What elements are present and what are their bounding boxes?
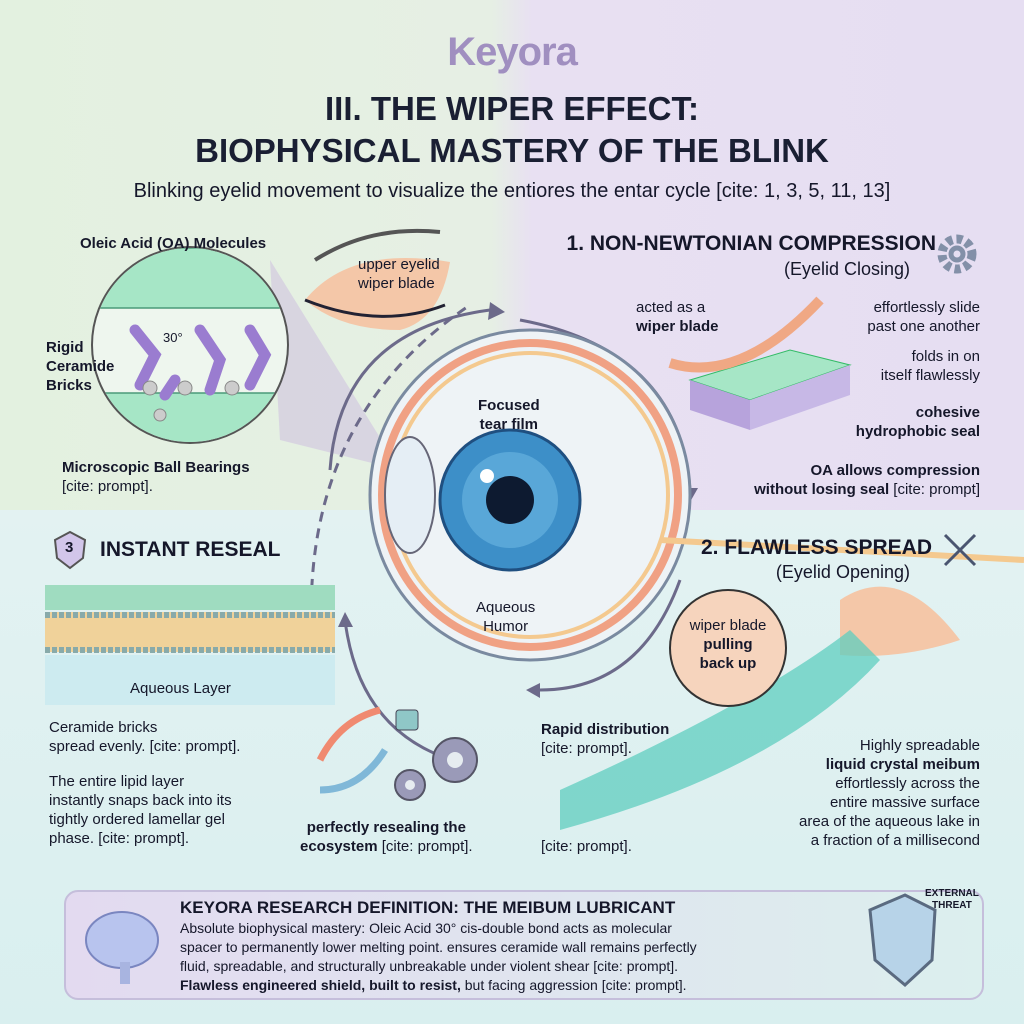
title-line-1: III. THE WIPER EFFECT: — [324, 90, 699, 127]
eyelid-label-1: upper eyelid — [358, 256, 440, 273]
expand-arrows-icon — [943, 533, 977, 567]
p1-1: Ceramide bricks — [49, 719, 158, 736]
def-line-3: fluid, spreadable, and structurally unbr… — [180, 958, 679, 974]
p2-4: phase. [cite: prompt]. — [49, 830, 190, 847]
wiper-label: acted as a wiper blade — [636, 298, 719, 336]
wiper-bubble-text: wiper blade pulling back up — [670, 616, 786, 673]
desc-3: entire massive surface — [829, 794, 980, 811]
rapid-cite: [cite: prompt]. — [541, 740, 632, 757]
desc-bold: liquid crystal meibum — [825, 756, 980, 773]
step1-title: 1. NON-NEWTONIAN COMPRESSION — [566, 232, 936, 255]
def-line-1: Absolute biophysical mastery: Oleic Acid… — [180, 920, 672, 936]
ball-cite: [cite: prompt]. — [62, 478, 153, 495]
p2-3: tightly ordered lamellar gel — [49, 811, 225, 828]
def-bold: Flawless engineered shield, built to res… — [180, 977, 461, 993]
step3-badge-number: 3 — [65, 539, 74, 556]
seal-2: hydrophobic seal — [855, 423, 980, 440]
film-label-1: Focused — [478, 397, 540, 414]
step2-title: 2. FLAWLESS SPREAD — [700, 536, 932, 559]
keyora-logo: Keyora — [447, 30, 578, 74]
def-rest: but facing aggression [cite: prompt]. — [460, 977, 687, 993]
desc-4: area of the aqueous lake in — [799, 813, 980, 830]
rapid-label: Rapid distribution [cite: prompt]. — [541, 720, 669, 758]
bubble-2: pulling — [703, 636, 753, 653]
threat-2: THREAT — [932, 900, 972, 911]
reseal-cite: [cite: prompt]. — [377, 838, 473, 855]
oa-bold-1: OA allows compression — [810, 462, 981, 479]
reseal-ecosystem-label: perfectly resealing the ecosystem [cite: … — [300, 818, 473, 856]
aqueous-layer-label: Aqueous Layer — [130, 680, 231, 697]
reseal-bold: perfectly resealing the — [306, 819, 466, 836]
humor-label-2: Humor — [483, 618, 529, 635]
p2-2: instantly snaps back into its — [49, 792, 232, 809]
slide-2: past one another — [867, 318, 980, 335]
seal-label: cohesive hydrophobic seal — [856, 403, 980, 441]
folds-1: folds in on — [911, 348, 980, 365]
ceramide-label-3: Bricks — [46, 377, 92, 394]
oa-bold-2: without losing seal — [754, 481, 890, 498]
closed-eyelid — [304, 228, 450, 330]
p2-1: The entire lipid layer — [49, 773, 185, 790]
reseal-text-2: The entire lipid layer instantly snaps ba… — [49, 772, 232, 848]
eyelid-label: upper eyelid wiper blade — [358, 255, 440, 293]
oa-label: Oleic Acid (OA) Molecules — [80, 235, 267, 252]
meibum-spread — [560, 586, 960, 830]
def-line-2: spacer to permanently lower melting poin… — [180, 939, 697, 955]
folds-2: itself flawlessly — [880, 367, 980, 384]
film-label-2: tear film — [479, 416, 539, 433]
acted-text: acted as a — [636, 299, 706, 316]
spread-description: Highly spreadable liquid crystal meibum ef… — [799, 736, 980, 850]
definition-body: Absolute biophysical mastery: Oleic Acid… — [180, 919, 697, 995]
desc-5: a fraction of a millisecond — [810, 832, 980, 849]
desc-1: Highly spreadable — [859, 737, 980, 754]
humor-label-1: Aqueous — [476, 599, 536, 616]
step3-title: INSTANT RESEAL — [100, 538, 281, 561]
compression-layers — [668, 296, 852, 430]
spread-cite: [cite: prompt]. — [541, 838, 632, 855]
wiper-text: wiper blade — [636, 318, 719, 335]
shield-badge-icon — [53, 530, 87, 570]
seal-1: cohesive — [915, 404, 980, 421]
eyelid-label-2: wiper blade — [358, 275, 435, 292]
bubble-1: wiper blade — [689, 617, 767, 634]
bubble-3: back up — [699, 655, 757, 672]
title-line-2: BIOPHYSICAL MASTERY OF THE BLINK — [195, 132, 829, 169]
ball-bearings-label: Microscopic Ball Bearings [cite: prompt]. — [62, 458, 250, 496]
page-title: III. THE WIPER EFFECT: BIOPHYSICAL MASTER… — [0, 88, 1024, 172]
eye-diagram — [368, 328, 1024, 662]
folds-label: folds in on itself flawlessly — [881, 347, 980, 385]
definition-title: KEYORA RESEARCH DEFINITION: THE MEIBUM L… — [180, 898, 676, 917]
threat-1: EXTERNAL — [925, 888, 979, 899]
ball-label: Microscopic Ball Bearings — [62, 459, 250, 476]
slide-1: effortlessly slide — [873, 299, 980, 316]
page-subtitle: Blinking eyelid movement to visualize th… — [133, 180, 891, 202]
lipid-bilayer — [45, 585, 335, 705]
desc-2: effortlessly across the — [835, 775, 980, 792]
oa-compression-label: OA allows compression without losing seal… — [754, 461, 980, 499]
reseal-icons — [316, 706, 478, 801]
reseal-text-1: Ceramide bricks spread evenly. [cite: pro… — [49, 718, 240, 756]
p1-2: spread evenly. [cite: prompt]. — [49, 738, 241, 755]
definition-panel — [64, 890, 984, 1000]
gear-icon — [937, 234, 977, 274]
angle-label: 30° — [163, 330, 183, 345]
reseal-bold-2: ecosystem — [300, 838, 378, 855]
step2-subtitle: (Eyelid Opening) — [775, 562, 910, 582]
ceramide-label-1: Rigid — [46, 339, 84, 356]
oa-cite: [cite: prompt] — [889, 481, 980, 498]
rapid-bold: Rapid distribution — [541, 721, 670, 738]
step1-subtitle: (Eyelid Closing) — [783, 259, 910, 279]
ceramide-label-2: Ceramide — [46, 358, 115, 375]
tear-film-label: Focused tear film — [478, 396, 540, 434]
slide-label: effortlessly slide past one another — [867, 298, 980, 336]
